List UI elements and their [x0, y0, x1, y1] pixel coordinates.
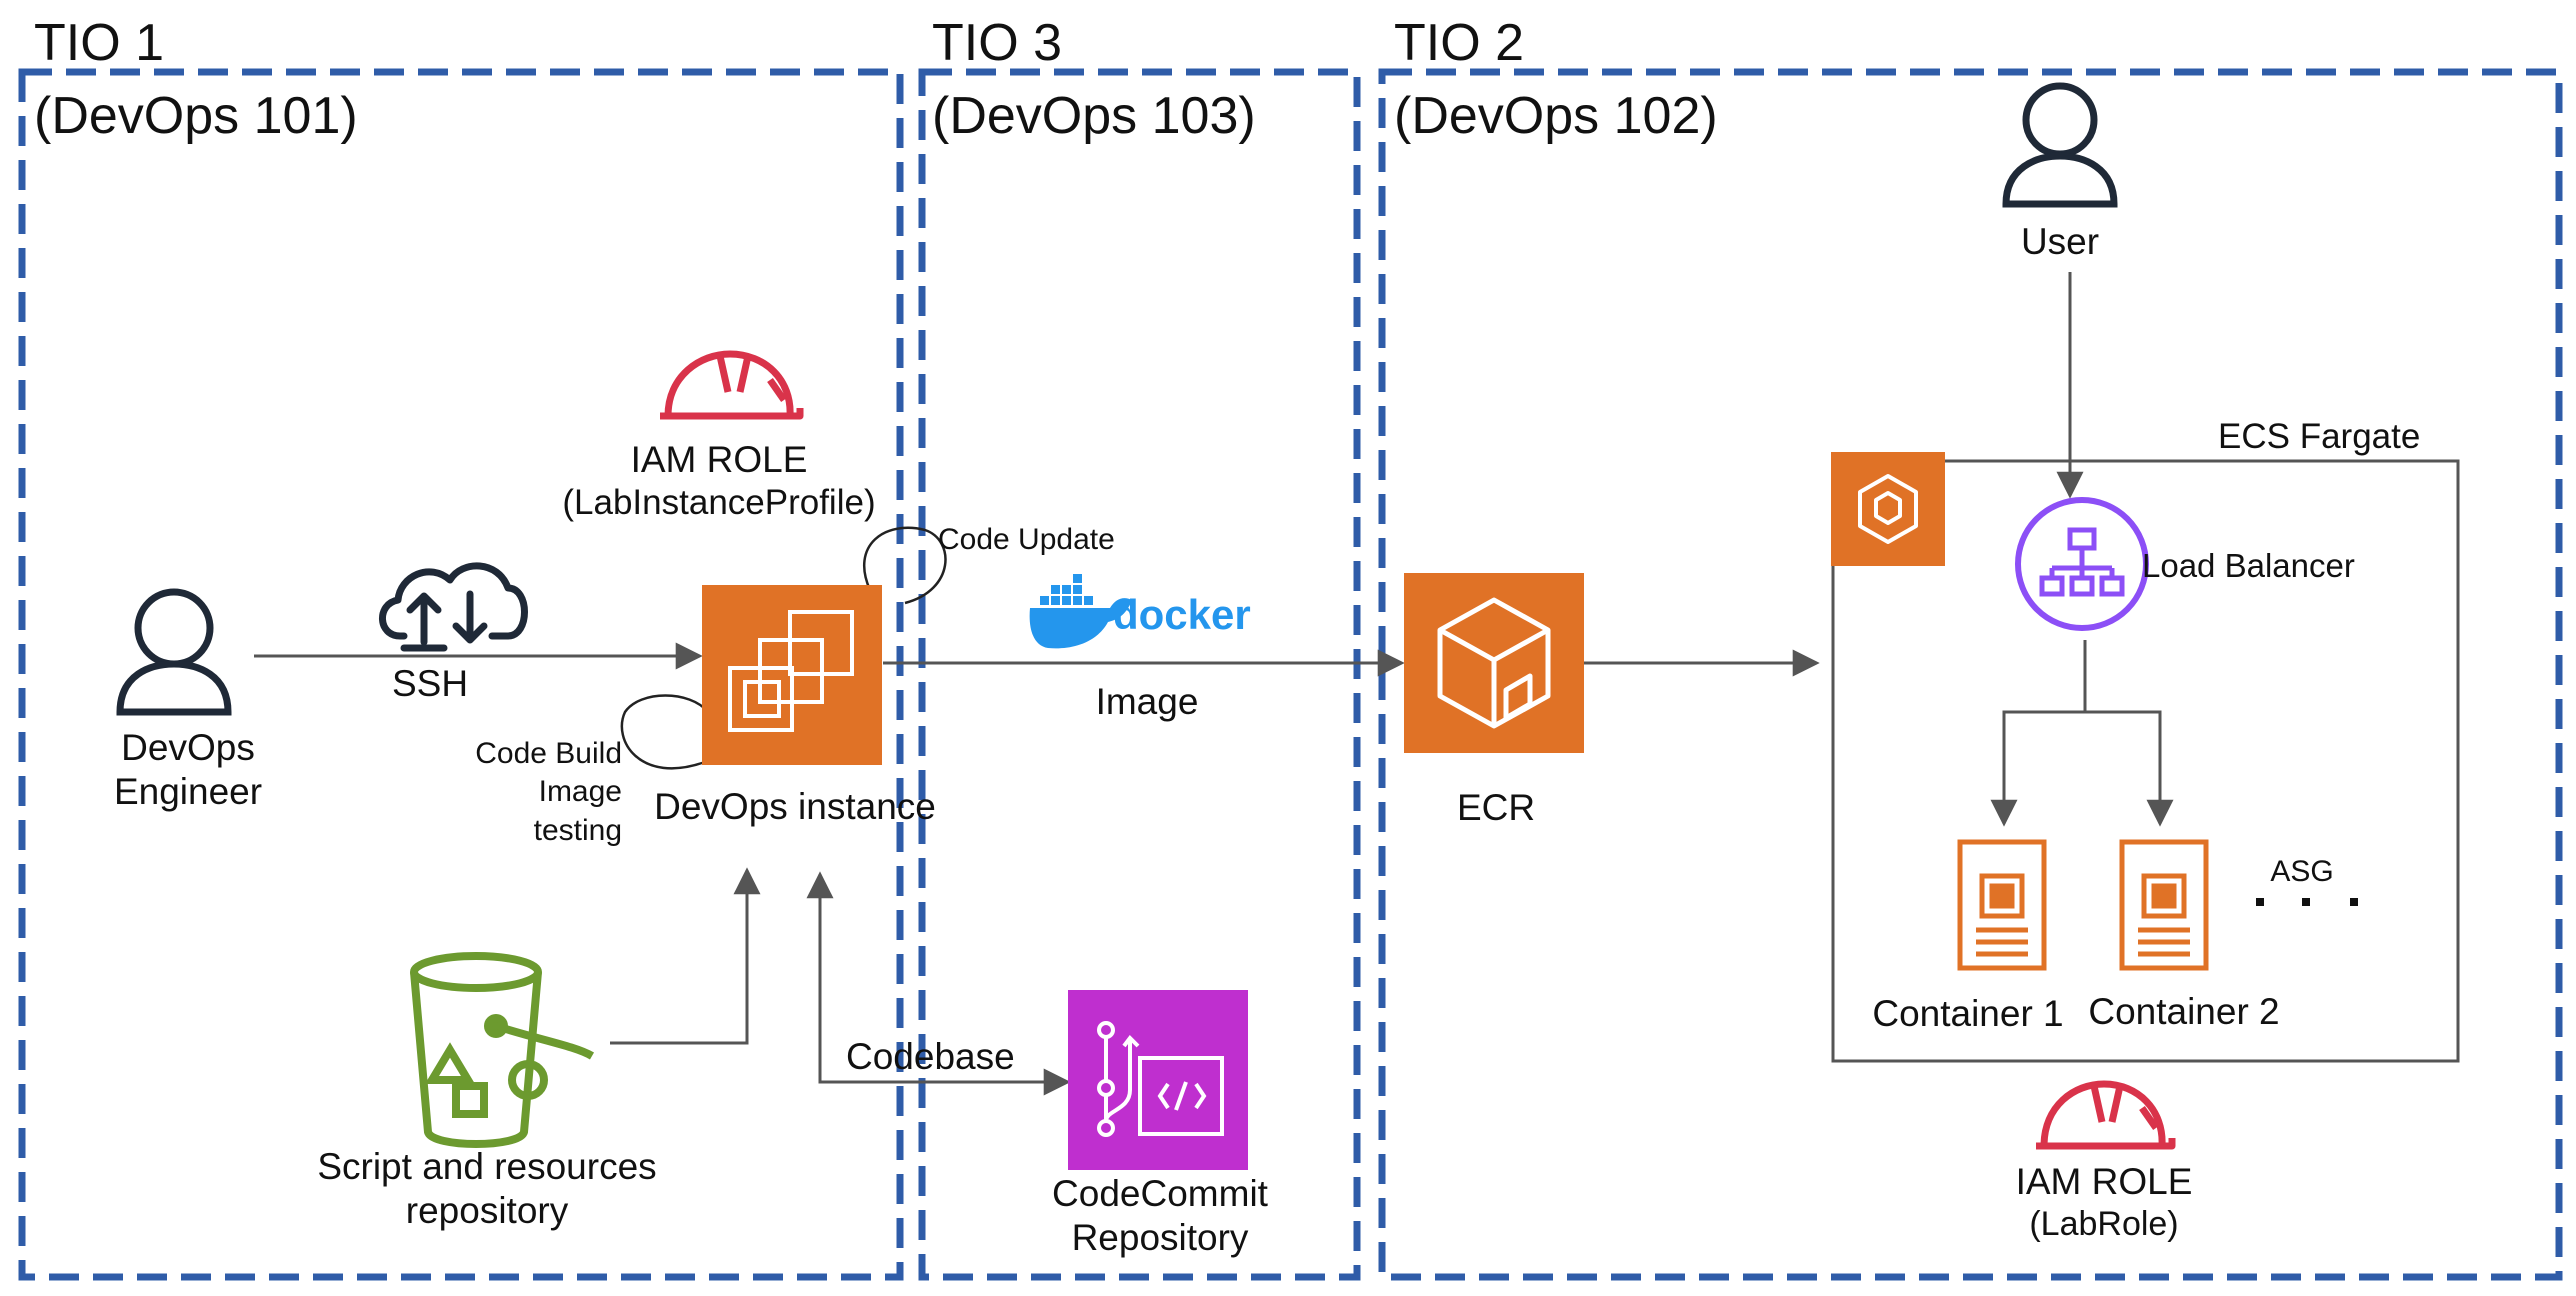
- devops-engineer-user-icon: [116, 588, 232, 716]
- zone-tio2-subtitle: (DevOps 102): [1394, 87, 1718, 145]
- ecs-icon: [1831, 452, 1945, 566]
- cloud-upload-download-icon: [379, 562, 528, 652]
- code-build-label: Code Build Image testing: [475, 737, 622, 847]
- iam-role-helmet-icon: [660, 350, 804, 420]
- codecommit-icon: [1068, 990, 1248, 1170]
- zone-tio2-title: TIO 2: [1394, 14, 1525, 72]
- script-repo-label: Script and resources repository: [317, 1146, 657, 1232]
- ecr-label: ECR: [1456, 787, 1536, 828]
- zone-tio3-subtitle: (DevOps 103): [932, 87, 1256, 145]
- container-2-label: Container 2: [2088, 991, 2280, 1032]
- code-build-loop: [620, 694, 709, 770]
- container-1-label: Container 1: [1872, 993, 2064, 1034]
- ec2-instance-icon: [702, 585, 882, 765]
- devops-instance-label: DevOps instance: [654, 786, 936, 827]
- ecr-icon: [1404, 573, 1584, 753]
- repo-to-instance-arrow: [610, 867, 761, 1045]
- codebase-label: Codebase: [846, 1036, 1015, 1077]
- asg-label: ASG: [2270, 855, 2334, 888]
- ssh-label: SSH: [391, 663, 469, 704]
- code-update-label: Code Update: [938, 523, 1115, 556]
- zone-tio3-border: [918, 68, 1361, 1281]
- asg-dots: [2256, 898, 2358, 906]
- lb-to-container1-arrow: [1990, 710, 2160, 827]
- ecs-fargate-box: [1831, 459, 2460, 1063]
- zone-tio1-subtitle: (DevOps 101): [34, 87, 358, 145]
- s3-bucket-icon: [410, 952, 595, 1148]
- docker-whale-icon: [1029, 574, 1132, 649]
- iam-role-2-label: IAM ROLE (LabRole): [2015, 1161, 2193, 1244]
- zone-tio1-border: [18, 68, 904, 1281]
- docker-logo-text: docker: [1113, 591, 1251, 638]
- user-label: User: [2020, 221, 2100, 262]
- codecommit-label: CodeCommit Repository: [1052, 1173, 1268, 1259]
- zone-tio3-title: TIO 3: [932, 14, 1063, 72]
- code-update-loop: [863, 526, 947, 605]
- container-1-icon: [1957, 839, 2047, 971]
- load-balancer-label: Load Balancer: [2142, 547, 2355, 584]
- lb-to-container2-arrow: [2004, 710, 2174, 827]
- iam-role-helmet-icon-2: [2036, 1080, 2176, 1150]
- iam-role-1-label: IAM ROLE (LabInstanceProfile): [562, 439, 876, 523]
- image-label: Image: [1095, 681, 1199, 722]
- codebase-arrow: [806, 871, 1071, 1096]
- ecs-fargate-label: ECS Fargate: [2218, 417, 2421, 456]
- devops-engineer-label: DevOps Engineer: [113, 727, 263, 813]
- zone-tio1-title: TIO 1: [34, 14, 165, 72]
- container-2-icon: [2119, 839, 2209, 971]
- load-balancer-icon: [2015, 497, 2149, 631]
- user-icon: [2002, 82, 2118, 208]
